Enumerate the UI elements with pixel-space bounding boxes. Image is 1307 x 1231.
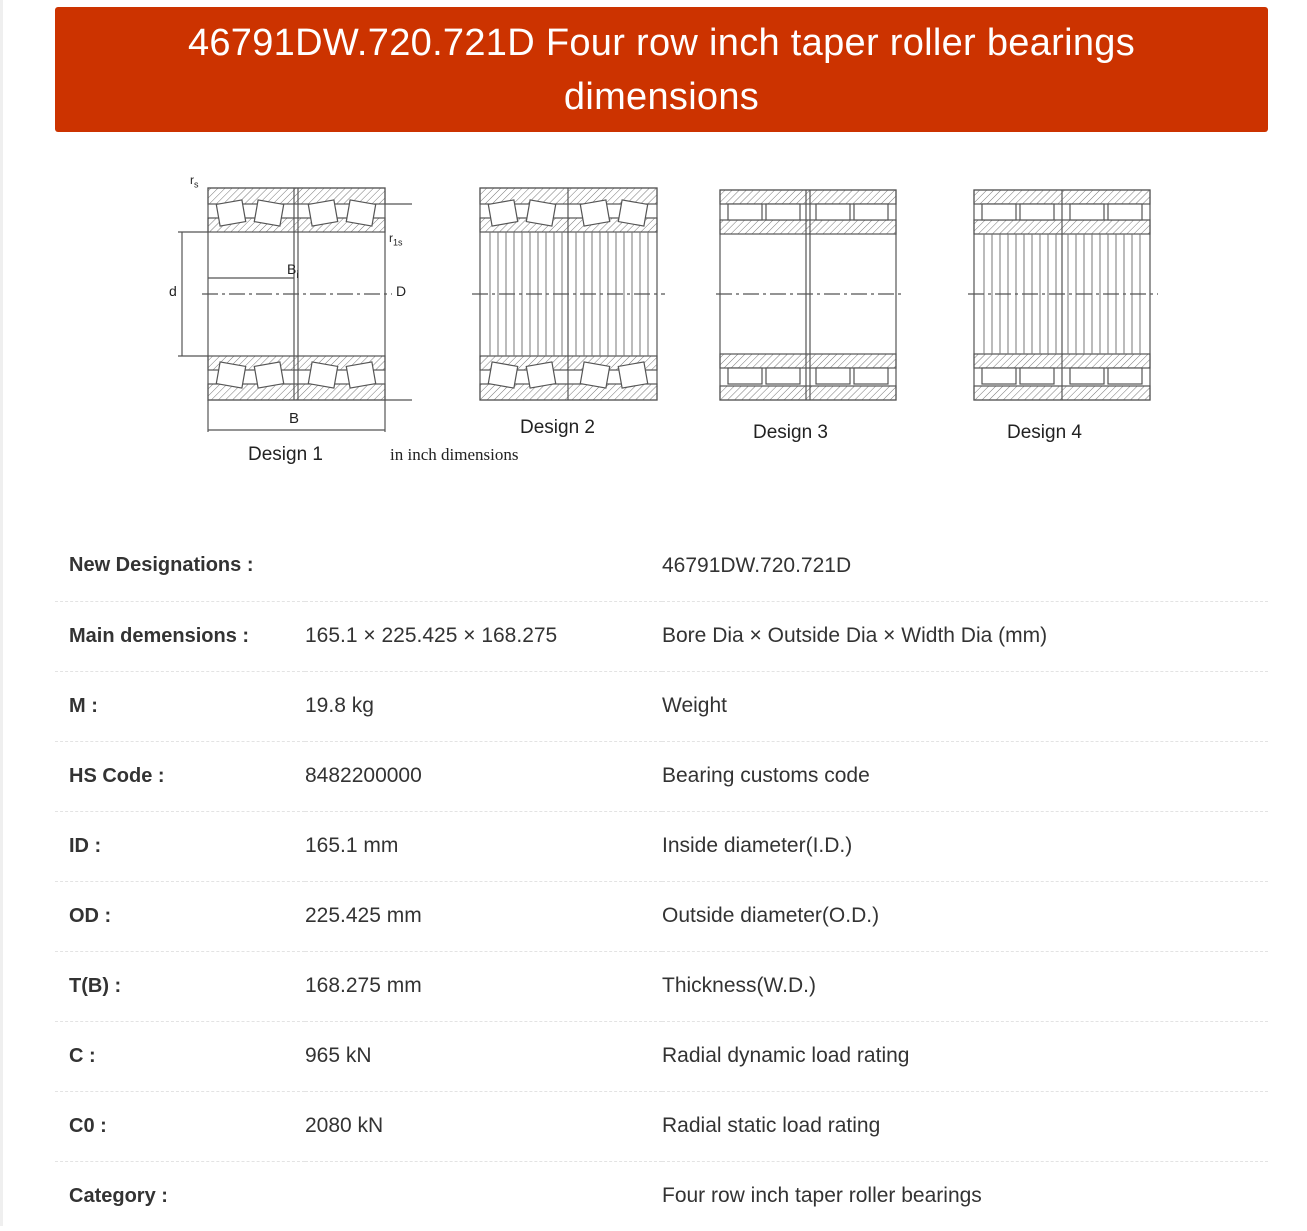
spec-key: Category : xyxy=(69,1184,168,1207)
page-left-rule xyxy=(0,0,3,1226)
spec-key: HS Code : xyxy=(69,764,165,787)
page-title: 46791DW.720.721D Four row inch taper rol… xyxy=(187,21,1136,118)
inch-dimensions-note: in inch dimensions xyxy=(390,445,519,464)
spec-desc: 46791DW.720.721D xyxy=(662,553,852,577)
spec-row-id: ID : 165.1 mm Inside diameter(I.D.) xyxy=(55,811,1268,881)
spec-value xyxy=(305,1161,662,1231)
spec-value: 8482200000 xyxy=(305,764,422,787)
spec-value: 19.8 kg xyxy=(305,694,374,717)
dim-B-label: B xyxy=(289,410,300,427)
spec-value: 165.1 × 225.425 × 168.275 xyxy=(305,624,558,647)
spec-value: 168.275 mm xyxy=(305,974,422,997)
title-banner: 46791DW.720.721D Four row inch taper rol… xyxy=(55,7,1268,132)
spec-key: C : xyxy=(69,1044,96,1067)
design4-drawing xyxy=(968,189,1158,401)
spec-row-od: OD : 225.425 mm Outside diameter(O.D.) xyxy=(55,881,1268,951)
dim-rs-label: rs xyxy=(190,173,199,190)
dim-d-label: d xyxy=(169,283,177,299)
spec-desc: Thickness(W.D.) xyxy=(662,974,817,997)
design4-label: Design 4 xyxy=(1007,422,1082,443)
design2-drawing xyxy=(472,187,665,401)
dim-r1s-label: r1s xyxy=(389,231,403,248)
spec-row-new-designations: New Designations : 46791DW.720.721D xyxy=(55,531,1268,601)
spec-desc: Radial static load rating xyxy=(662,1114,881,1137)
spec-key: C0 : xyxy=(69,1114,107,1137)
spec-value: 2080 kN xyxy=(305,1114,384,1137)
spec-row-dynamic-load: C : 965 kN Radial dynamic load rating xyxy=(55,1021,1268,1091)
bearing-drawings xyxy=(178,187,1158,432)
spec-row-main-dimensions: Main demensions : 165.1 × 225.425 × 168.… xyxy=(55,601,1268,671)
spec-desc: Bearing customs code xyxy=(662,764,870,787)
spec-desc: Bore Dia × Outside Dia × Width Dia (mm) xyxy=(662,624,1048,647)
spec-key: Main demensions : xyxy=(69,624,250,647)
spec-desc: Four row inch taper roller bearings xyxy=(662,1184,982,1208)
spec-desc: Weight xyxy=(662,694,727,717)
spec-row-weight: M : 19.8 kg Weight xyxy=(55,671,1268,741)
design3-label: Design 3 xyxy=(753,422,828,443)
spec-key: New Designations : xyxy=(69,554,254,577)
spec-desc: Inside diameter(I.D.) xyxy=(662,834,853,857)
spec-row-hs-code: HS Code : 8482200000 Bearing customs cod… xyxy=(55,741,1268,811)
spec-desc: Radial dynamic load rating xyxy=(662,1044,910,1067)
design1-drawing xyxy=(178,187,412,432)
design2-label: Design 2 xyxy=(520,417,595,438)
spec-key: OD : xyxy=(69,904,112,927)
spec-key: ID : xyxy=(69,834,102,857)
bearing-designs-figure: rs r1s Bi d D B Design 1 in inch dimensi… xyxy=(160,168,1170,478)
spec-row-thickness: T(B) : 168.275 mm Thickness(W.D.) xyxy=(55,951,1268,1021)
spec-desc: Outside diameter(O.D.) xyxy=(662,904,880,927)
dim-D-label: D xyxy=(396,283,407,299)
dim-bi-label: Bi xyxy=(287,261,299,281)
design1-label: Design 1 xyxy=(248,444,323,465)
spec-key: M : xyxy=(69,694,98,717)
design3-drawing xyxy=(716,189,904,401)
spec-row-category: Category : Four row inch taper roller be… xyxy=(55,1161,1268,1231)
spec-value: 165.1 mm xyxy=(305,834,399,857)
spec-value: 965 kN xyxy=(305,1044,372,1067)
spec-value: 225.425 mm xyxy=(305,904,422,927)
spec-table: New Designations : 46791DW.720.721D Main… xyxy=(55,531,1268,1231)
spec-key: T(B) : xyxy=(69,974,122,997)
spec-row-static-load: C0 : 2080 kN Radial static load rating xyxy=(55,1091,1268,1161)
spec-value xyxy=(305,531,662,601)
